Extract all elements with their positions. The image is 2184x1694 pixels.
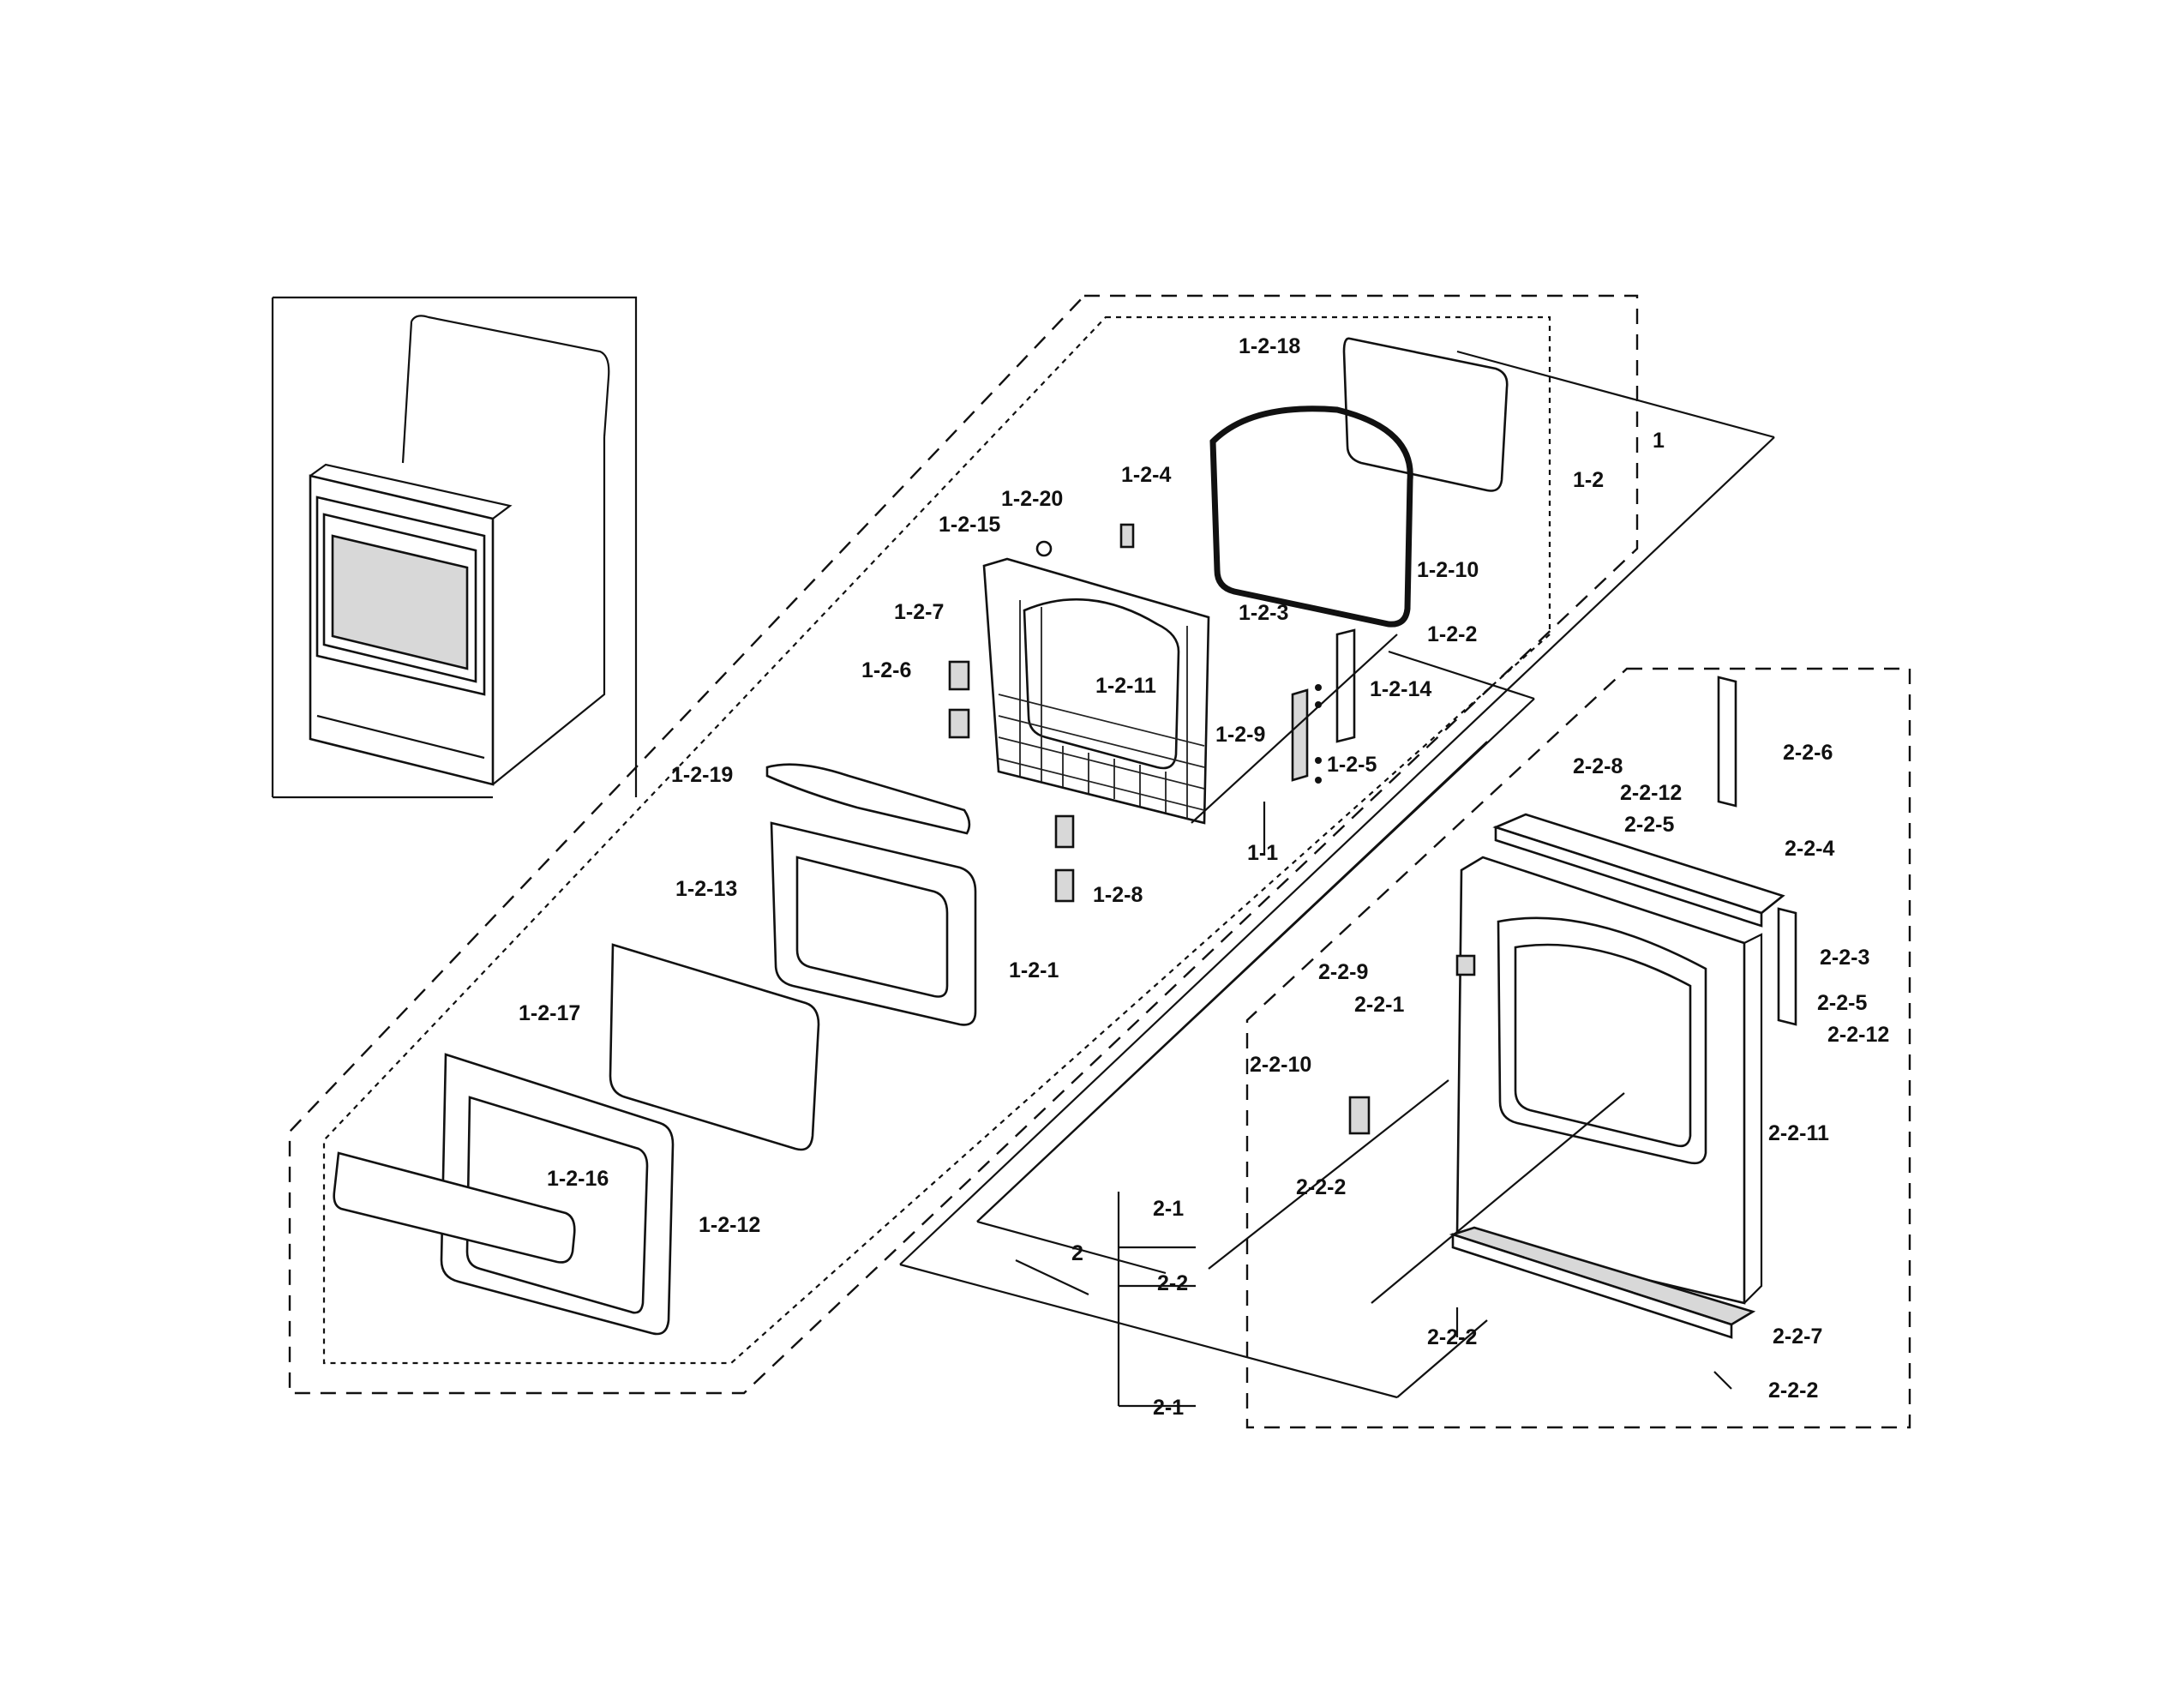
label-2-2-3: 2-2-3 [1820, 946, 1869, 970]
side-bracket-parts [1348, 676, 1797, 1135]
label-2-2-7: 2-2-7 [1773, 1325, 1822, 1349]
label-2-2-2-right: 2-2-2 [1768, 1379, 1818, 1403]
part-1-2-17-glass [609, 943, 820, 1151]
label-2-2-12-upper: 2-2-12 [1620, 781, 1682, 805]
part-2-2-7-bottom-trim [1449, 1226, 1756, 1339]
label-1-2-15: 1-2-15 [939, 513, 1000, 537]
part-1-2-19-handle [765, 763, 971, 835]
label-2-1-upper: 2-1 [1153, 1197, 1184, 1221]
label-1-2-20: 1-2-20 [1001, 487, 1063, 511]
label-2-2-9: 2-2-9 [1318, 960, 1368, 984]
label-1-1: 1-1 [1247, 841, 1278, 865]
label-1-2: 1-2 [1573, 468, 1604, 492]
label-1-2-3: 1-2-3 [1239, 601, 1288, 625]
label-1-2-18: 1-2-18 [1239, 334, 1300, 358]
label-2-2-12-lower: 2-2-12 [1827, 1023, 1889, 1047]
part-1-2-13-inner-door [770, 821, 977, 1026]
label-2-2-2-center: 2-2-2 [1427, 1325, 1477, 1349]
hinge-parts [948, 523, 1135, 903]
label-1: 1 [1653, 429, 1665, 453]
label-1-2-13: 1-2-13 [675, 877, 737, 901]
label-2: 2 [1071, 1241, 1083, 1265]
part-1-2-10-gasket [1209, 405, 1413, 628]
label-1-2-9: 1-2-9 [1215, 723, 1265, 747]
label-2-2-4: 2-2-4 [1785, 837, 1834, 861]
label-1-2-11: 1-2-11 [1095, 674, 1156, 698]
label-1-2-10: 1-2-10 [1417, 558, 1479, 582]
group-boundaries [288, 294, 1911, 1429]
hinge-plate-parts [1291, 628, 1356, 784]
label-2-2-5-lower: 2-2-5 [1817, 991, 1867, 1015]
part-1-2-12-outer-door [333, 1053, 675, 1336]
label-1-2-6: 1-2-6 [861, 658, 911, 682]
label-2-2-5-upper: 2-2-5 [1624, 813, 1674, 837]
part-1-2-7-inner-frame [982, 557, 1210, 825]
label-2-2-10: 2-2-10 [1250, 1053, 1311, 1077]
label-1-2-4: 1-2-4 [1121, 463, 1171, 487]
label-1-2-7: 1-2-7 [894, 600, 944, 624]
part-2-2-4-top-bracket [1492, 813, 1785, 928]
part-1-2-18-glass [1342, 337, 1509, 492]
label-1-2-5: 1-2-5 [1327, 753, 1377, 777]
label-1-2-16: 1-2-16 [547, 1167, 609, 1191]
label-1-2-2: 1-2-2 [1427, 622, 1477, 646]
leader-lines [899, 350, 1775, 1408]
label-1-2-8: 1-2-8 [1093, 883, 1143, 907]
label-2-2-8: 2-2-8 [1573, 754, 1623, 778]
part-2-2-11-front-panel [1455, 856, 1763, 1305]
inset-assembled-view [271, 296, 638, 799]
callout-labels: 1 1-1 1-2 1-2-1 1-2-2 1-2-3 1-2-4 1-2-5 … [519, 334, 1889, 1420]
label-1-2-12: 1-2-12 [699, 1213, 760, 1237]
label-2-2-6: 2-2-6 [1783, 741, 1833, 765]
label-1-2-19: 1-2-19 [671, 763, 733, 787]
label-2-2-1: 2-2-1 [1354, 993, 1404, 1017]
label-1-2-1: 1-2-1 [1009, 958, 1059, 982]
label-2-1-lower: 2-1 [1153, 1396, 1184, 1420]
label-2-2: 2-2 [1157, 1271, 1188, 1295]
label-2-2-11: 2-2-11 [1768, 1121, 1829, 1145]
label-2-2-2-left: 2-2-2 [1296, 1175, 1346, 1199]
label-1-2-17: 1-2-17 [519, 1001, 580, 1025]
label-1-2-14: 1-2-14 [1370, 677, 1431, 701]
